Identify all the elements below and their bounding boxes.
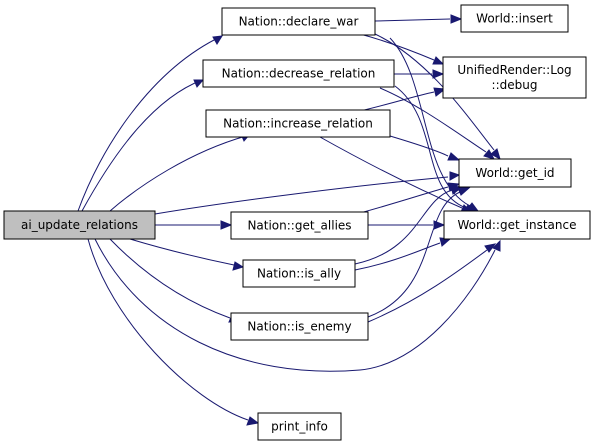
node-print-info[interactable]: print_info [257,412,342,441]
edge-is-enemy-to-get-instance [367,243,497,323]
node-label: Nation::decrease_relation [222,67,376,81]
node-label: Nation::get_allies [247,219,351,233]
nodes: ai_update_relations Nation::declare_war … [3,4,591,441]
edge-is-ally-to-get-instance [354,237,452,271]
node-declare-war[interactable]: Nation::declare_war [221,7,376,36]
edge-is-enemy-to-get-id [367,187,471,318]
edges [77,14,501,426]
node-world-get-instance[interactable]: World::get_instance [443,210,591,240]
edge-root-to-is-ally [129,238,245,271]
node-label: World::get_instance [457,218,576,232]
node-log-debug[interactable]: UnifiedRender::Log ::debug [442,56,587,99]
edge-root-to-get-allies [155,220,233,230]
node-label: World::insert [476,12,553,26]
node-label-line1: UnifiedRender::Log [457,63,571,77]
node-label: Nation::increase_relation [223,117,373,131]
edge-declare-war-to-log-debug [359,33,445,65]
node-is-ally[interactable]: Nation::is_ally [242,259,356,288]
node-decrease-relation[interactable]: Nation::decrease_relation [202,59,395,88]
edge-root-to-get-id [154,171,461,215]
node-label: World::get_id [475,166,554,180]
node-label: print_info [271,420,328,434]
node-world-insert[interactable]: World::insert [460,4,569,33]
node-ai-update-relations[interactable]: ai_update_relations [3,210,156,240]
node-label: Nation::is_enemy [247,320,351,334]
node-get-allies[interactable]: Nation::get_allies [230,211,369,240]
edge-increase-relation-to-get-id [389,135,461,161]
edge-root-to-decrease-relation [81,79,205,212]
node-label: Nation::declare_war [239,15,359,29]
edge-root-to-increase-relation [109,133,252,212]
edge-get-allies-to-get-id [359,182,461,214]
node-label: Nation::is_ally [257,267,341,281]
edge-increase-relation-to-log-debug [359,87,447,112]
edge-decrease-relation-to-get-id [379,87,496,160]
node-is-enemy[interactable]: Nation::is_enemy [230,312,369,341]
edge-get-allies-to-get-instance [368,220,446,230]
node-label: ai_update_relations [21,218,138,232]
node-label-line2: ::debug [492,78,538,92]
edge-root-to-get-instance [94,238,501,372]
edge-root-to-print-info [87,238,260,426]
edge-decrease-relation-to-log-debug [394,69,445,79]
node-world-get-id[interactable]: World::get_id [458,158,572,188]
node-increase-relation[interactable]: Nation::increase_relation [205,109,391,138]
edge-root-to-declare-war [77,35,223,212]
edge-declare-war-to-insert [374,14,463,24]
